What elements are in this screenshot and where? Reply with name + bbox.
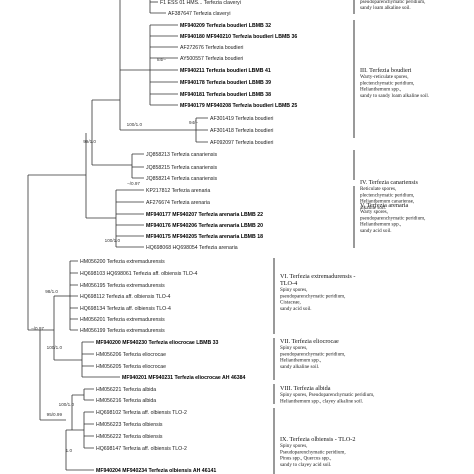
clade-description-line: plectenchymatic peridium,: [360, 192, 414, 198]
clade-description-line: pseudoparenchymatic peridium,: [360, 0, 425, 5]
support-value: 1.0: [66, 448, 73, 453]
leaf-label: HQ698134 Terfezia aff. olbiensis TLO-4: [80, 306, 171, 312]
support-value: 100/1.0: [127, 122, 143, 127]
leaf-label: HM056216 Terfezia albida: [96, 398, 156, 404]
clade-description-line: plectenchymatic peridium,: [360, 80, 414, 86]
clade-title: VII. Terfezia eliocrocae: [280, 338, 339, 345]
leaf-label: AF387647 Terfezia claveryi: [168, 11, 230, 17]
clade-description-line: pseudoparenchymatic peridium,: [280, 293, 345, 299]
leaf-label: MF940200 MF940230 Terfezia eliocrocae LB…: [96, 340, 219, 346]
leaf-label: JQ858213 Terfezia canariensis: [146, 152, 218, 158]
clade-description-line: Helianthemum spp.,: [360, 222, 401, 228]
clade-description-line: alkaline soil.: [360, 205, 386, 211]
leaf-label: MF940176 MF940206 Terfezia arenaria LBMB…: [146, 223, 263, 229]
support-value: 100/1.0: [47, 345, 63, 350]
support-value: 98/1.0: [45, 289, 58, 294]
leaf-label: JQ858215 Terfezia canariensis: [146, 165, 218, 171]
leaf-label: MF940201 MF940231 Terfezia eliocrocae AH…: [122, 375, 246, 381]
leaf-label: AF301418 Terfezia boudieri: [210, 128, 273, 134]
leaf-label: MF940209 Terfezia boudieri LBMB 32: [180, 23, 271, 29]
leaf-label: AF301419 Terfezia boudieri: [210, 116, 273, 122]
leaf-label: HM056206 Terfezia eliocrocae: [96, 352, 166, 358]
leaf-label: HM056199 Terfezia extremadurensis: [80, 328, 165, 334]
clade-description-line: Helianthemum spp., clayey alkaline soil.: [280, 398, 363, 404]
clade-description-line: Cistaceae,: [280, 300, 301, 306]
leaf-label: MF940204 MF940234 Terfezia olbiensis AH …: [96, 468, 216, 474]
clade-description-line: Helianthemum spp.,: [280, 358, 321, 364]
leaf-label: HM056222 Terfezia olbiensis: [96, 434, 163, 440]
clade-description-line: sandy loam alkaline soil.: [360, 5, 411, 11]
support-value: –/0.97: [31, 326, 44, 331]
leaf-label: HM056205 Terfezia eliocrocae: [96, 364, 166, 370]
clade-description-line: Spiny spores,: [280, 443, 307, 449]
leaf-label: AF272676 Terfezia boudieri: [180, 45, 243, 51]
leaf-label: MF940179 MF940208 Terfezia boudieri LBMB…: [180, 103, 297, 109]
leaf-label: MF940181 Terfezia boudieri LBMB 38: [180, 92, 271, 98]
clade-description-line: pseudoparenchymatic peridium,: [360, 215, 425, 221]
clade-title: V. Terfezia arenaria: [360, 202, 409, 209]
support-values: 84/– 100/1.0 99/1.0 94/– –/0.97 100/1.0 98/1.0…: [31, 57, 198, 453]
support-value: 100/1.0: [105, 238, 121, 243]
support-value: 95/0.99: [47, 412, 63, 417]
leaf-label: HQ698103 HQ698061 Terfezia aff. olbiensi…: [80, 271, 197, 277]
clade-title: III. Terfezia boudieri: [360, 67, 412, 74]
leaf-label: HM056201 Terfezia extremadurensis: [80, 317, 165, 323]
leaf-label: MF940177 MF940207 Terfezia arenaria LBMB…: [146, 212, 263, 218]
clade-description-line: Helianthemum canariense,: [360, 199, 414, 205]
clade-description-line: Spiny spores,: [280, 287, 307, 293]
support-value: 100/1.0: [59, 402, 75, 407]
leaf-label: AY500557 Terfezia boudieri: [180, 56, 243, 62]
clade-title: IV. Terfezia canariensis: [360, 179, 419, 186]
clade-title: VI. Terfezia extremadurensis -: [280, 273, 355, 280]
clade-title: TLO-4: [280, 280, 297, 287]
leaf-label: AF092097 Terfezia boudieri: [210, 140, 273, 146]
leaf-labels: F1 ESS 01 HMS... Terfezia claveryiAF3876…: [80, 0, 297, 474]
tree-branches: [27, 0, 208, 471]
clade-description-line: sandy acid soil.: [280, 306, 312, 312]
clade-description-line: Helianthemum spp.,: [360, 87, 401, 93]
clade-description-line: Pinus spp., Quercus spp.,: [280, 456, 331, 462]
top-clade-fragment: pseudoparenchymatic peridium,sandy loam …: [353, 0, 425, 14]
clade-description-line: Warty spores,: [360, 209, 388, 215]
clade-description-line: sandy acid soil.: [360, 228, 392, 234]
leaf-label: MF940175 MF940205 Terfezia arenaria LBMB…: [146, 234, 263, 240]
clade-title: VIII. Terfezia albida: [280, 385, 331, 392]
leaf-label: HQ698102 Terfezia aff. olbiensis TLO-2: [96, 410, 187, 416]
leaf-label: HM056223 Terfezia olbiensis: [96, 422, 163, 428]
clade-description-line: sandy to clayey acid soil.: [280, 462, 331, 468]
leaf-label: HQ698068 HQ698054 Terfezia arenaria: [146, 245, 238, 251]
clade-description-line: Reticulate spores,: [360, 186, 396, 192]
support-value: 94/–: [189, 120, 198, 125]
leaf-label: MF940178 Terfezia boudieri LBMB 39: [180, 80, 271, 86]
clade-description-line: Warty-reticulate spores,: [360, 74, 409, 80]
leaf-label: MF940180 MF940210 Terfezia boudieri LBMB…: [180, 34, 297, 40]
clade-description-line: Spiny spores,: [280, 345, 307, 351]
clade-description-line: sandy alkaline soil.: [280, 364, 319, 370]
leaf-label: HM056195 Terfezia extremadurensis: [80, 283, 165, 289]
leaf-label: HM056221 Terfezia albida: [96, 387, 156, 393]
leaf-label: HM056200 Terfezia extremadurensis: [80, 259, 165, 265]
support-value: –/0.97: [127, 181, 140, 186]
leaf-label: JQ858214 Terfezia canariensis: [146, 176, 218, 182]
clade-description-line: sandy to sandy loam alkaline soil.: [360, 93, 429, 99]
clade-description-line: pseudoparenchymatic peridium,: [280, 351, 345, 357]
support-value: 84/–: [157, 57, 166, 62]
clade-title: IX. Terfezia olbiensis - TLO-2: [280, 436, 355, 443]
support-value: 99/1.0: [83, 139, 96, 144]
leaf-label: MF940211 Terfezia boudieri LBMB 41: [180, 68, 271, 74]
leaf-label: KP217812 Terfezia arenaria: [146, 188, 210, 194]
leaf-label: HQ698147 Terfezia aff. olbiensis TLO-2: [96, 446, 187, 452]
leaf-label: HQ698112 Terfezia aff. olbiensis TLO-4: [80, 294, 171, 300]
clade-description-line: Spiny spores, Pseudoparenchymatic peridi…: [280, 392, 374, 398]
leaf-label: AF276674 Terfezia arenaria: [146, 200, 210, 206]
clade-description-line: Pseudoparenchymatic peridium,: [280, 449, 346, 455]
leaf-label: F1 ESS 01 HMS... Terfezia claveryi: [160, 0, 241, 6]
